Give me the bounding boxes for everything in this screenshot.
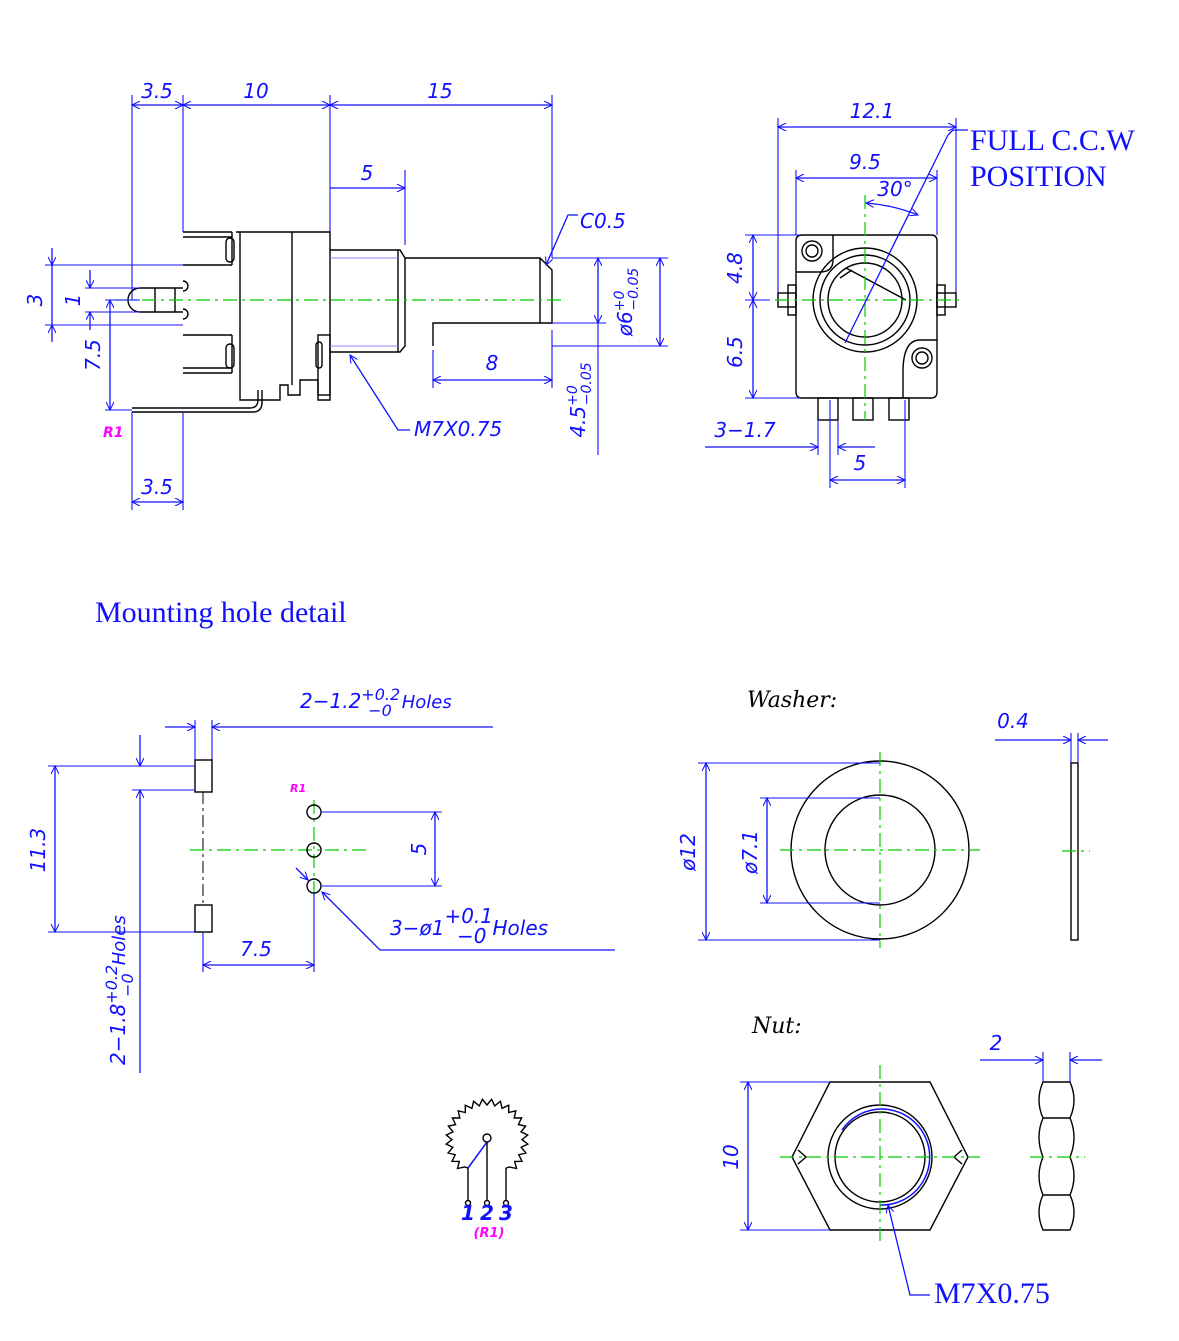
pin-hole bbox=[306, 804, 322, 820]
potentiometer-body-front bbox=[777, 234, 957, 421]
pin-label: 2 bbox=[480, 1201, 494, 1225]
dim-pin-offset: 3.5 bbox=[141, 79, 173, 103]
dim-upper: 4.8 bbox=[723, 252, 747, 284]
nut-thread: M7X0.75 bbox=[934, 1277, 1050, 1310]
dim-lower: 6.5 bbox=[723, 336, 747, 368]
wiper bbox=[467, 1141, 488, 1169]
pin-hole bbox=[306, 842, 322, 858]
hole-label-r1: R1 bbox=[290, 782, 306, 795]
ccw-position-line bbox=[844, 134, 949, 344]
mounting-slot bbox=[194, 759, 213, 793]
dim-terminal-height: 7.5 bbox=[81, 339, 105, 371]
dim-total-width: 12.1 bbox=[850, 99, 895, 123]
angle-label: 30° bbox=[877, 177, 912, 201]
dim-terminal-pitch: 3 bbox=[23, 294, 47, 307]
washer-outer-diameter: ø12 bbox=[676, 833, 700, 872]
nut-across-flats: 10 bbox=[719, 1144, 743, 1169]
washer-inner-diameter: ø7.1 bbox=[738, 830, 762, 875]
nut-thickness: 2 bbox=[990, 1031, 1003, 1055]
holes-slot-label: 2−1.8+0.2−0Holes bbox=[102, 915, 137, 1065]
nut: Nut: 10 2 M7X0.75 bbox=[719, 1014, 1102, 1310]
washer-thickness: 0.4 bbox=[997, 709, 1029, 733]
thread-label: M7X0.75 bbox=[414, 417, 502, 441]
pin-label: 1 bbox=[461, 1201, 475, 1225]
dim-bushing: 5 bbox=[361, 161, 374, 185]
dim-span: 11.3 bbox=[26, 828, 50, 873]
dim-pin-width: 1 bbox=[61, 294, 85, 307]
chamfer-label: C0.5 bbox=[580, 209, 626, 233]
terminal-label-r1: R1 bbox=[103, 425, 124, 441]
nut-side-view bbox=[1038, 1081, 1075, 1231]
dim-bottom-offset: 3.5 bbox=[141, 475, 173, 499]
washer: Washer: ø12 ø7.1 0.4 bbox=[676, 688, 1108, 948]
potentiometer-body-side bbox=[127, 231, 553, 413]
wiper-pivot bbox=[482, 1133, 492, 1143]
flat-height: 4.5+0−0.05 bbox=[565, 362, 595, 437]
dim-body: 10 bbox=[243, 79, 268, 103]
dim-terminal-pitch-front: 5 bbox=[854, 451, 867, 475]
pin-label: 3 bbox=[499, 1201, 513, 1225]
mounting-slot bbox=[194, 904, 213, 933]
washer-title: Washer: bbox=[747, 688, 837, 713]
section-title: Mounting hole detail bbox=[95, 596, 347, 629]
ccw-note-line1: FULL C.C.W bbox=[970, 124, 1135, 157]
dim-offset: 7.5 bbox=[240, 937, 272, 961]
dim-flat-length: 8 bbox=[486, 351, 499, 375]
resistor-arc bbox=[444, 1097, 530, 1170]
side-view: 3.5 10 15 5 bbox=[23, 79, 668, 510]
dim-hole-pitch: 5 bbox=[407, 843, 431, 856]
front-view: 12.1 9.5 30° FULL C.C.W POSITION bbox=[705, 99, 1135, 488]
dim-body-width: 9.5 bbox=[849, 150, 881, 174]
nut-title: Nut: bbox=[751, 1014, 802, 1039]
schematic-symbol: 1 2 3 (R1) bbox=[444, 1097, 530, 1241]
dim-terminal-width: 3−1.7 bbox=[714, 418, 776, 442]
schematic-ref: (R1) bbox=[474, 1226, 505, 1241]
dim-shaft-total: 15 bbox=[427, 79, 452, 103]
ccw-note-line2: POSITION bbox=[970, 160, 1107, 193]
shaft-diameter: ø6+0−0.05 bbox=[612, 268, 642, 338]
